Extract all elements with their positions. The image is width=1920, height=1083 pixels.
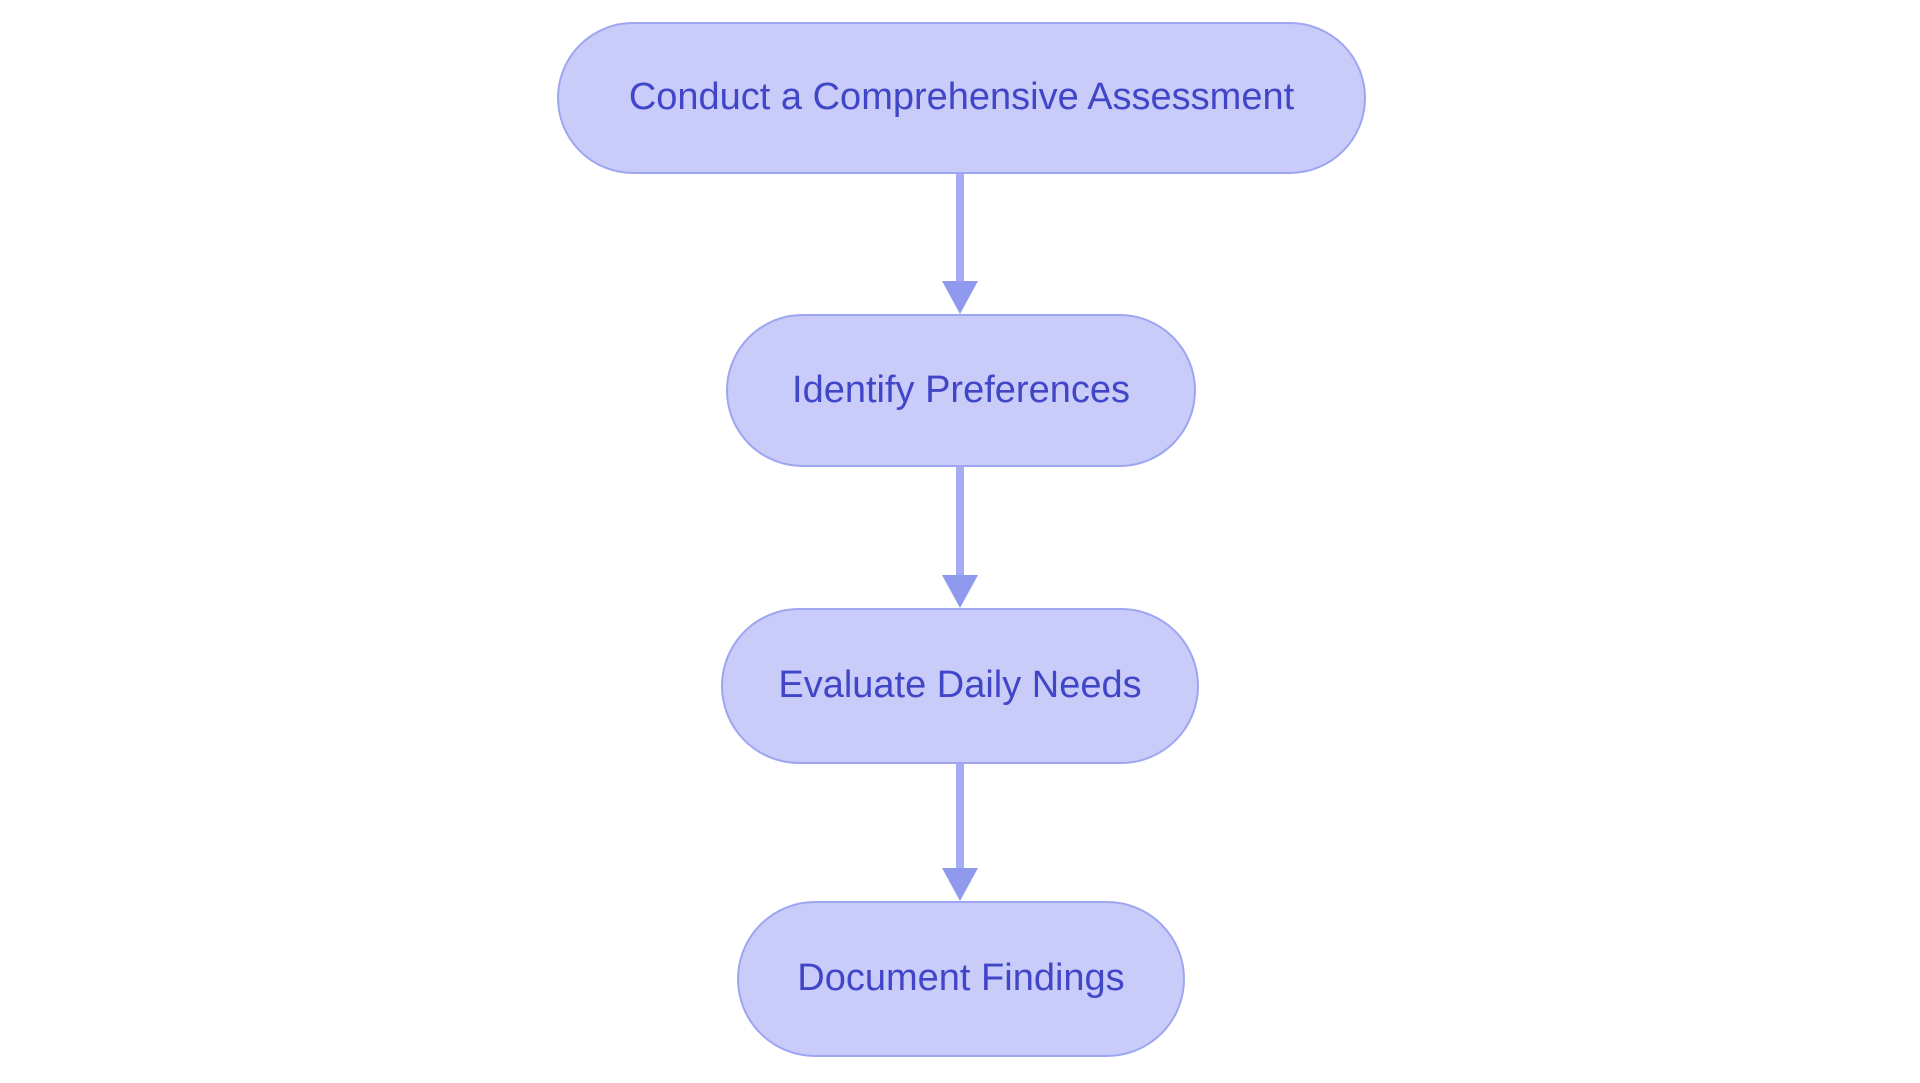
arrow-line [956,764,964,871]
connector-arrow-3 [942,764,978,901]
flow-node-label: Conduct a Comprehensive Assessment [628,76,1295,119]
flow-node-evaluate-daily-needs: Evaluate Daily Needs [721,608,1199,764]
flow-node-document-findings: Document Findings [737,901,1185,1057]
flow-node-label: Evaluate Daily Needs [778,664,1142,707]
arrow-line [956,174,964,284]
arrow-line [956,467,964,578]
arrow-down-icon [942,281,978,314]
flow-node-label: Document Findings [797,957,1125,1000]
connector-arrow-1 [942,174,978,314]
arrow-down-icon [942,868,978,901]
flow-node-label: Identify Preferences [792,368,1130,411]
arrow-down-icon [942,575,978,608]
connector-arrow-2 [942,467,978,608]
flow-node-identify-preferences: Identify Preferences [726,314,1196,467]
flow-node-conduct-assessment: Conduct a Comprehensive Assessment [557,22,1366,174]
